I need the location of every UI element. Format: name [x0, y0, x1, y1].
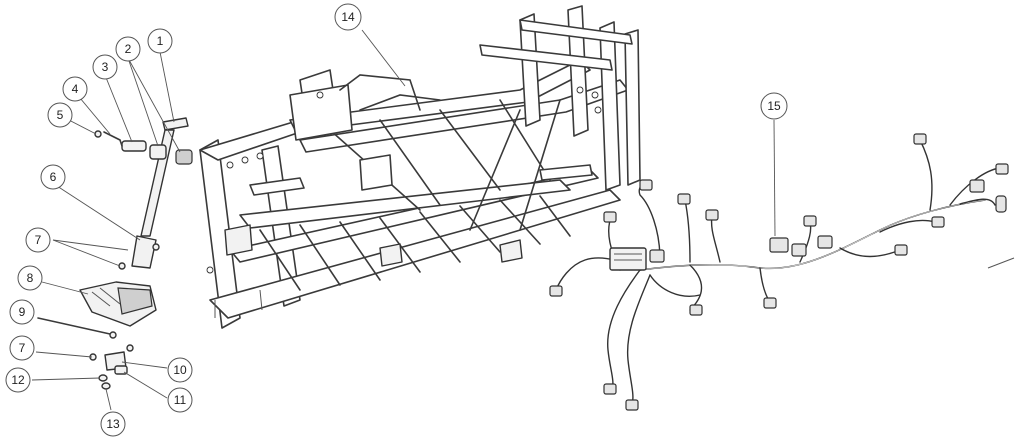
fuse-box	[609, 247, 647, 271]
svg-text:15: 15	[767, 99, 781, 113]
bushing-half	[149, 144, 167, 160]
svg-text:5: 5	[57, 108, 64, 122]
svg-text:3: 3	[102, 60, 109, 74]
svg-text:9: 9	[19, 305, 26, 319]
callout-7-upper: 7	[25, 227, 51, 253]
svg-text:13: 13	[106, 417, 120, 431]
small-washer	[101, 382, 111, 390]
svg-text:2: 2	[125, 42, 132, 56]
callout-14: 14	[334, 3, 362, 31]
handlebar-mount	[162, 117, 189, 131]
washer	[98, 374, 108, 382]
callout-6: 6	[40, 164, 66, 190]
callout-4: 4	[62, 76, 88, 102]
bolt	[103, 131, 123, 147]
callout-7-lower: 7	[9, 335, 35, 361]
atv-frame	[199, 5, 641, 329]
svg-text:1: 1	[157, 34, 164, 48]
callout-5: 5	[47, 102, 73, 128]
svg-text:10: 10	[173, 363, 187, 377]
clamp-plate	[121, 140, 147, 152]
svg-text:4: 4	[72, 82, 79, 96]
nut	[94, 130, 102, 138]
svg-text:7: 7	[35, 233, 42, 247]
callout-15: 15	[760, 92, 788, 120]
callout-1: 1	[147, 28, 173, 54]
callout-11: 11	[167, 387, 193, 413]
wiring-harness	[549, 133, 1015, 411]
svg-text:6: 6	[50, 170, 57, 184]
steering-assembly	[37, 117, 193, 390]
callout-8: 8	[17, 265, 43, 291]
svg-text:14: 14	[341, 10, 355, 24]
leader-lines	[31, 29, 776, 411]
callout-13: 13	[100, 411, 126, 437]
svg-text:8: 8	[27, 271, 34, 285]
bushing-block	[175, 149, 193, 165]
callout-9: 9	[9, 299, 35, 325]
callout-3: 3	[92, 54, 118, 80]
callout-2: 2	[115, 36, 141, 62]
svg-text:7: 7	[19, 341, 26, 355]
svg-text:12: 12	[11, 373, 25, 387]
svg-text:11: 11	[174, 393, 187, 407]
callout-10: 10	[167, 357, 193, 383]
callout-12: 12	[5, 367, 31, 393]
cable-rod	[37, 317, 111, 335]
pitman-arm	[131, 235, 157, 269]
